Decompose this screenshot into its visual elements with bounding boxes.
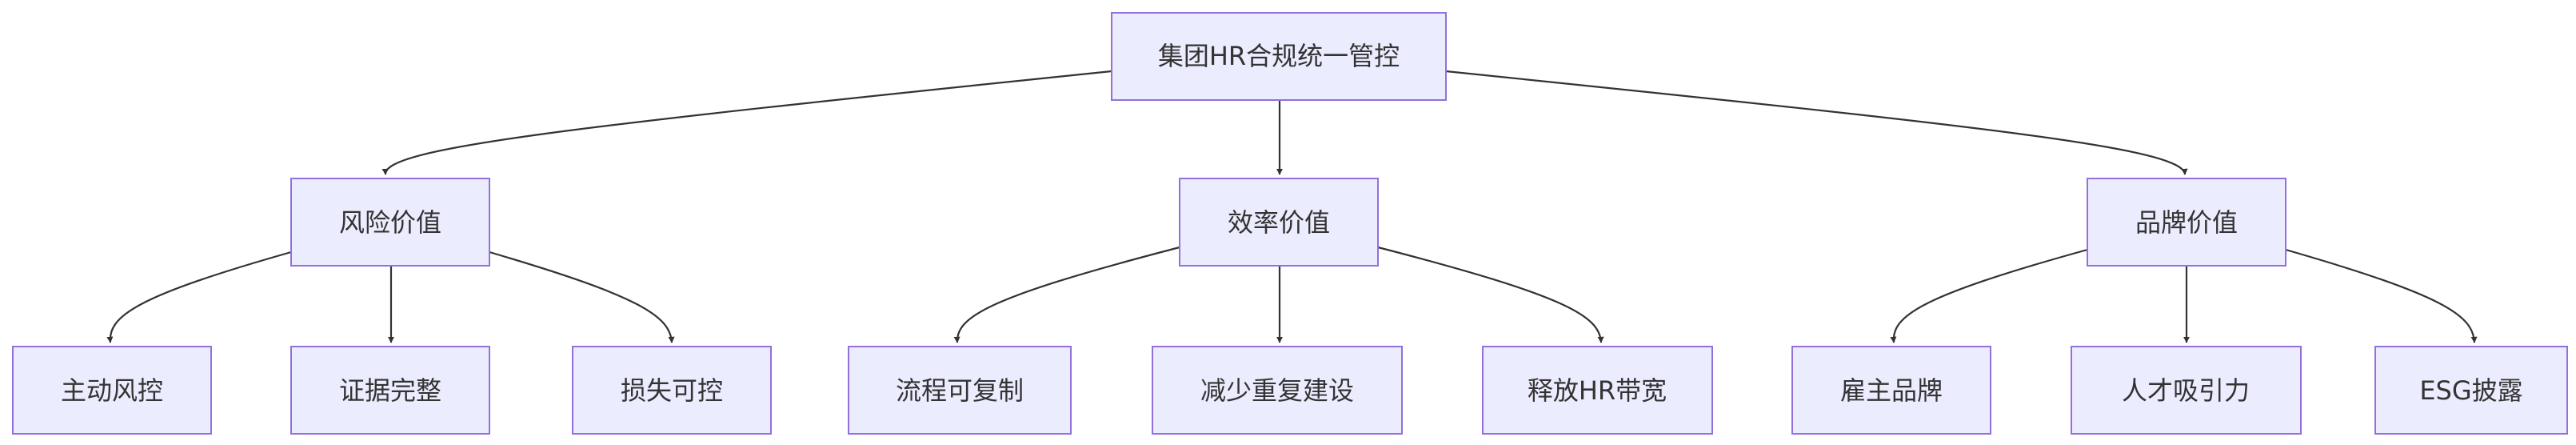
node-brand-value-label: 品牌价值 [2135, 207, 2238, 238]
edge-risk-to-loss [489, 251, 675, 343]
node-risk-value-label: 风险价值 [339, 207, 441, 238]
node-proactive-risk-control[interactable]: 主动风控 [12, 346, 212, 435]
node-employer-brand-label: 雇主品牌 [1840, 375, 1943, 406]
edge-brand-to-esg [2285, 248, 2478, 343]
node-controllable-loss-label: 损失可控 [621, 375, 723, 406]
node-proactive-risk-control-label: 主动风控 [61, 375, 163, 406]
node-root[interactable]: 集团HR合规统一管控 [1111, 12, 1447, 101]
node-efficiency-value-label: 效率价值 [1228, 207, 1330, 238]
node-root-label: 集团HR合规统一管控 [1158, 41, 1400, 71]
node-complete-evidence-label: 证据完整 [339, 375, 441, 406]
node-release-hr-bandwidth-label: 释放HR带宽 [1528, 375, 1667, 406]
node-esg-disclosure[interactable]: ESG披露 [2374, 346, 2568, 435]
node-efficiency-value[interactable]: 效率价值 [1179, 178, 1379, 267]
node-risk-value[interactable]: 风险价值 [290, 178, 490, 267]
edge-brand-to-employer [1890, 248, 2088, 343]
node-talent-attraction-label: 人才吸引力 [2122, 375, 2250, 406]
edge-efficiency-to-process [953, 246, 1180, 343]
node-replicable-process-label: 流程可复制 [896, 375, 1024, 406]
edge-efficiency-to-release [1377, 246, 1604, 343]
edge-root-to-brand [1445, 70, 2188, 175]
edge-root-to-risk [381, 70, 1112, 175]
node-esg-disclosure-label: ESG披露 [2419, 375, 2522, 406]
node-controllable-loss[interactable]: 损失可控 [572, 346, 772, 435]
node-replicable-process[interactable]: 流程可复制 [848, 346, 1072, 435]
node-reduce-duplicate-build-label: 减少重复建设 [1200, 375, 1354, 406]
node-brand-value[interactable]: 品牌价值 [2087, 178, 2286, 267]
edge-risk-to-proactive [106, 251, 292, 343]
node-employer-brand[interactable]: 雇主品牌 [1791, 346, 1991, 435]
node-talent-attraction[interactable]: 人才吸引力 [2071, 346, 2302, 435]
node-reduce-duplicate-build[interactable]: 减少重复建设 [1152, 346, 1403, 435]
nodes: 集团HR合规统一管控 风险价值 效率价值 品牌价值 主动风控 证据完整 损失可控 [12, 12, 2568, 435]
node-complete-evidence[interactable]: 证据完整 [290, 346, 490, 435]
node-release-hr-bandwidth[interactable]: 释放HR带宽 [1482, 346, 1713, 435]
edges [106, 70, 2478, 343]
